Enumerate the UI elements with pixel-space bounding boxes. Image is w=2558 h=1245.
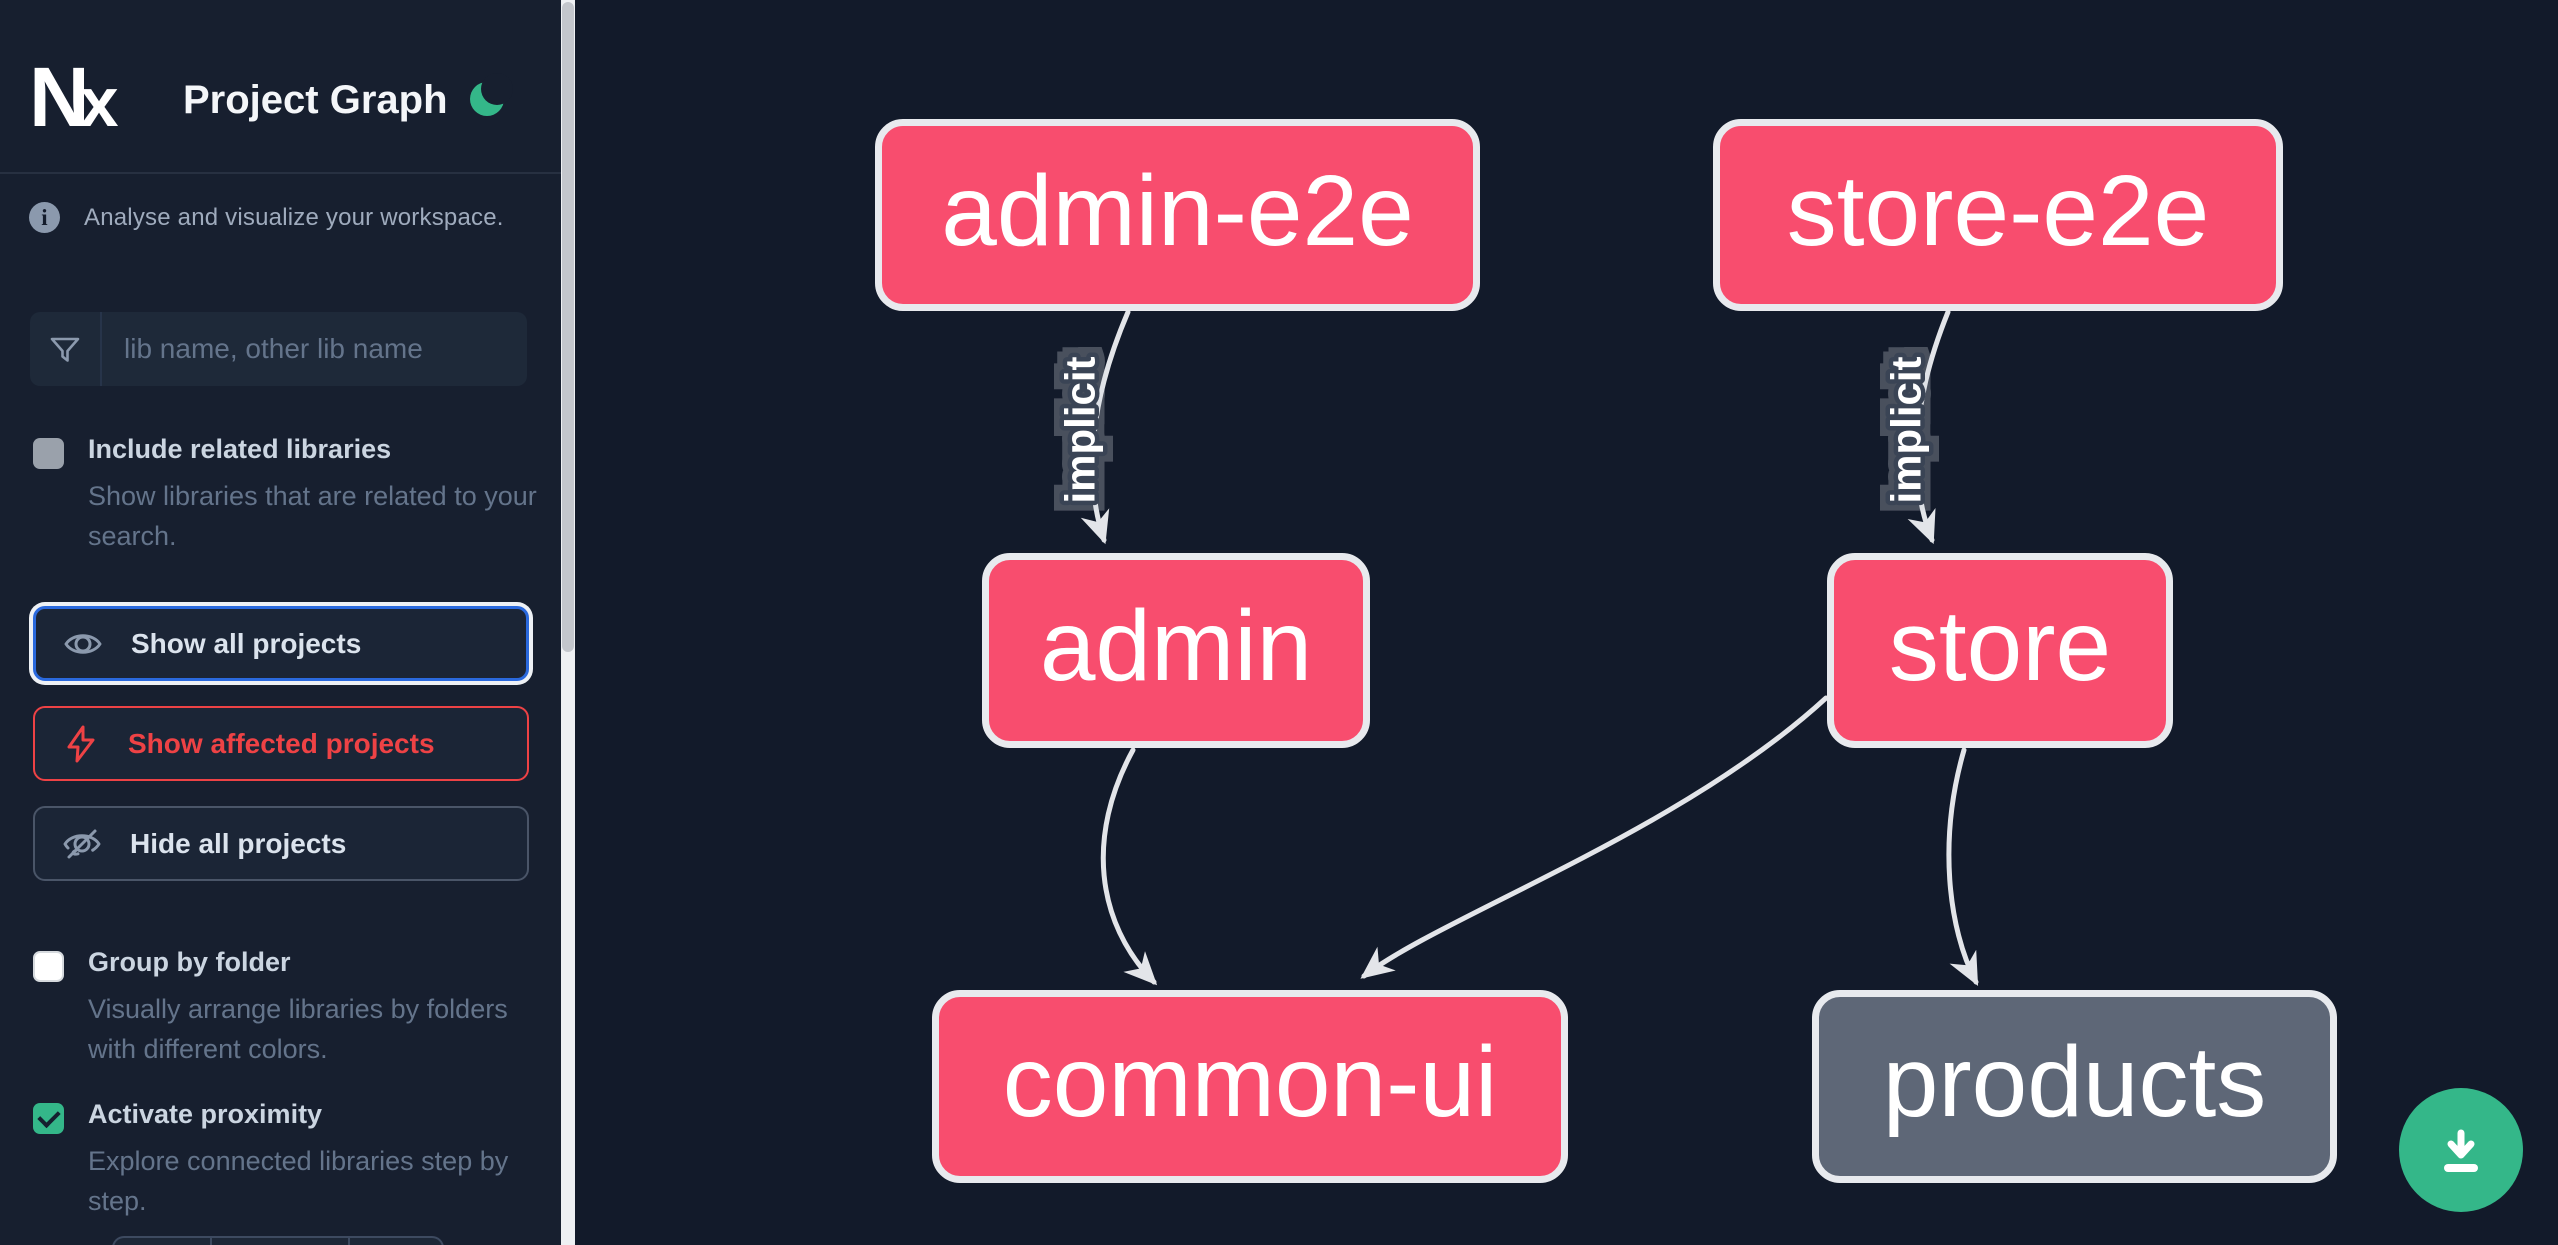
activate-proximity-row: Activate proximity Explore connected lib…: [33, 1099, 508, 1221]
include-related-desc: Show libraries that are related to your …: [88, 481, 537, 551]
show-all-projects-button[interactable]: Show all projects: [33, 606, 529, 681]
tagline-text: Analyse and visualize your workspace.: [84, 203, 504, 231]
group-by-folder-checkbox[interactable]: [33, 951, 64, 982]
moon-icon: [470, 73, 513, 116]
graph-node-common-ui[interactable]: common-ui: [932, 990, 1568, 1183]
dark-mode-toggle[interactable]: [468, 73, 513, 120]
search-input[interactable]: [102, 312, 527, 386]
search-box: [30, 312, 527, 386]
graph-node-products[interactable]: products: [1812, 990, 2337, 1183]
group-by-folder-desc: Visually arrange libraries by folders wi…: [88, 994, 508, 1064]
activate-proximity-checkbox[interactable]: [33, 1103, 64, 1134]
page-title: Project Graph: [183, 78, 448, 122]
show-all-projects-label: Show all projects: [131, 627, 362, 659]
hide-all-projects-button[interactable]: Hide all projects: [33, 806, 529, 881]
activate-proximity-label: Activate proximity: [88, 1099, 323, 1129]
show-affected-projects-button[interactable]: Show affected projects: [33, 706, 529, 781]
graph-node-admin[interactable]: admin: [982, 553, 1370, 748]
eye-off-icon: [63, 829, 101, 858]
graph-node-admin-e2e[interactable]: admin-e2e: [875, 119, 1480, 311]
info-icon: i: [29, 202, 60, 233]
download-image-button[interactable]: [2399, 1088, 2523, 1212]
group-by-folder-label: Group by folder: [88, 947, 291, 977]
sidebar-scrollbar-thumb[interactable]: [562, 2, 574, 652]
sidebar-header: Nx Project Graph: [0, 0, 561, 174]
include-related-label: Include related libraries: [88, 434, 392, 464]
proximity-increment-button[interactable]: [348, 1238, 442, 1245]
graph-node-store-e2e[interactable]: store-e2e: [1713, 119, 2283, 311]
include-related-row: Include related libraries Show libraries…: [33, 434, 537, 556]
proximity-depth-control: [112, 1236, 444, 1245]
sidebar-scrollbar-track[interactable]: [561, 0, 575, 1245]
group-by-folder-row: Group by folder Visually arrange librari…: [33, 947, 508, 1069]
nx-logo: Nx: [29, 50, 119, 144]
proximity-decrement-button[interactable]: [114, 1238, 210, 1245]
show-affected-projects-label: Show affected projects: [128, 727, 435, 759]
hide-all-projects-label: Hide all projects: [130, 827, 347, 859]
graph-node-store[interactable]: store: [1827, 553, 2173, 748]
proximity-depth-value: [210, 1238, 348, 1245]
filter-funnel-icon: [30, 312, 102, 386]
bolt-icon: [67, 725, 95, 762]
eye-icon: [64, 633, 102, 654]
sidebar: Nx Project Graph i Analyse and visualize…: [0, 0, 561, 1245]
download-icon: [2444, 1129, 2478, 1172]
include-related-checkbox[interactable]: [33, 438, 64, 469]
tagline-row: i Analyse and visualize your workspace.: [29, 202, 504, 233]
activate-proximity-desc: Explore connected libraries step by step…: [88, 1146, 509, 1216]
